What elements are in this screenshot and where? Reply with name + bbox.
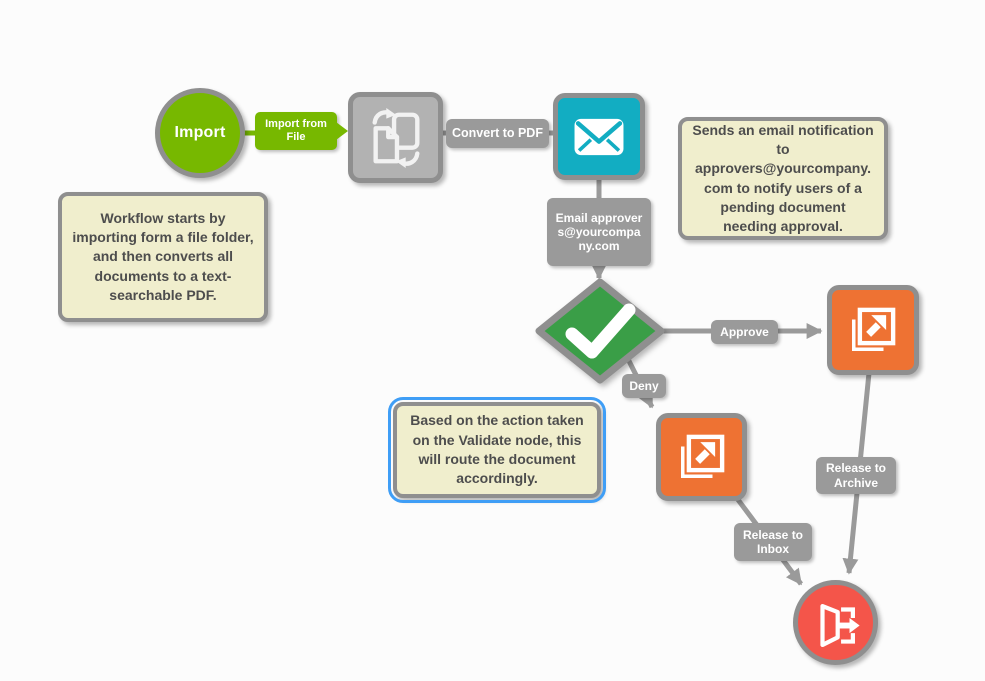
exit-node[interactable] xyxy=(793,580,878,665)
email-note-text: Sends an email notification to approvers… xyxy=(692,121,874,235)
convert-document-icon xyxy=(372,107,419,168)
import-node[interactable]: Import xyxy=(155,88,245,178)
edge-label-email-approvers-text: Email approvers@yourcompany.com xyxy=(555,210,643,254)
edge-label-import-from-file[interactable]: Import from File xyxy=(255,112,348,150)
edge-label-convert-to-pdf[interactable]: Convert to PDF xyxy=(446,119,549,148)
edge-label-deny[interactable]: Deny xyxy=(622,374,666,398)
import-node-label: Import xyxy=(174,124,226,141)
email-node[interactable] xyxy=(553,93,645,180)
edge-label-release-to-inbox-text: Release to Inbox xyxy=(742,527,804,556)
exit-door-icon xyxy=(819,603,860,647)
start-note[interactable]: Workflow starts by importing form a file… xyxy=(58,192,268,322)
convert-node[interactable] xyxy=(348,92,443,183)
start-note-text: Workflow starts by importing form a file… xyxy=(72,209,254,303)
edge-label-email-approvers[interactable]: Email approvers@yourcompany.com xyxy=(547,198,651,266)
edge-label-import-from-file-text: Import from File xyxy=(265,118,327,143)
checkmark-icon xyxy=(565,303,636,359)
release-inbox-node[interactable] xyxy=(656,413,747,501)
edge-label-release-to-inbox[interactable]: Release to Inbox xyxy=(734,523,812,561)
edge-label-approve[interactable]: Approve xyxy=(711,320,778,344)
edge-label-deny-text: Deny xyxy=(629,378,659,393)
edge-label-approve-text: Approve xyxy=(720,324,769,339)
edge-label-release-to-archive[interactable]: Release to Archive xyxy=(816,457,896,494)
validate-node[interactable] xyxy=(534,277,666,385)
edge-label-release-to-archive-text: Release to Archive xyxy=(825,461,887,490)
route-note[interactable]: Based on the action taken on the Validat… xyxy=(388,397,606,503)
edge-label-convert-to-pdf-text: Convert to PDF xyxy=(452,126,543,141)
email-note[interactable]: Sends an email notification to approvers… xyxy=(678,117,888,240)
route-note-text: Based on the action taken on the Validat… xyxy=(410,412,584,487)
release-document-icon xyxy=(852,307,896,351)
release-archive-node[interactable] xyxy=(827,285,919,375)
envelope-icon xyxy=(574,118,624,155)
release-document-icon xyxy=(680,434,724,478)
